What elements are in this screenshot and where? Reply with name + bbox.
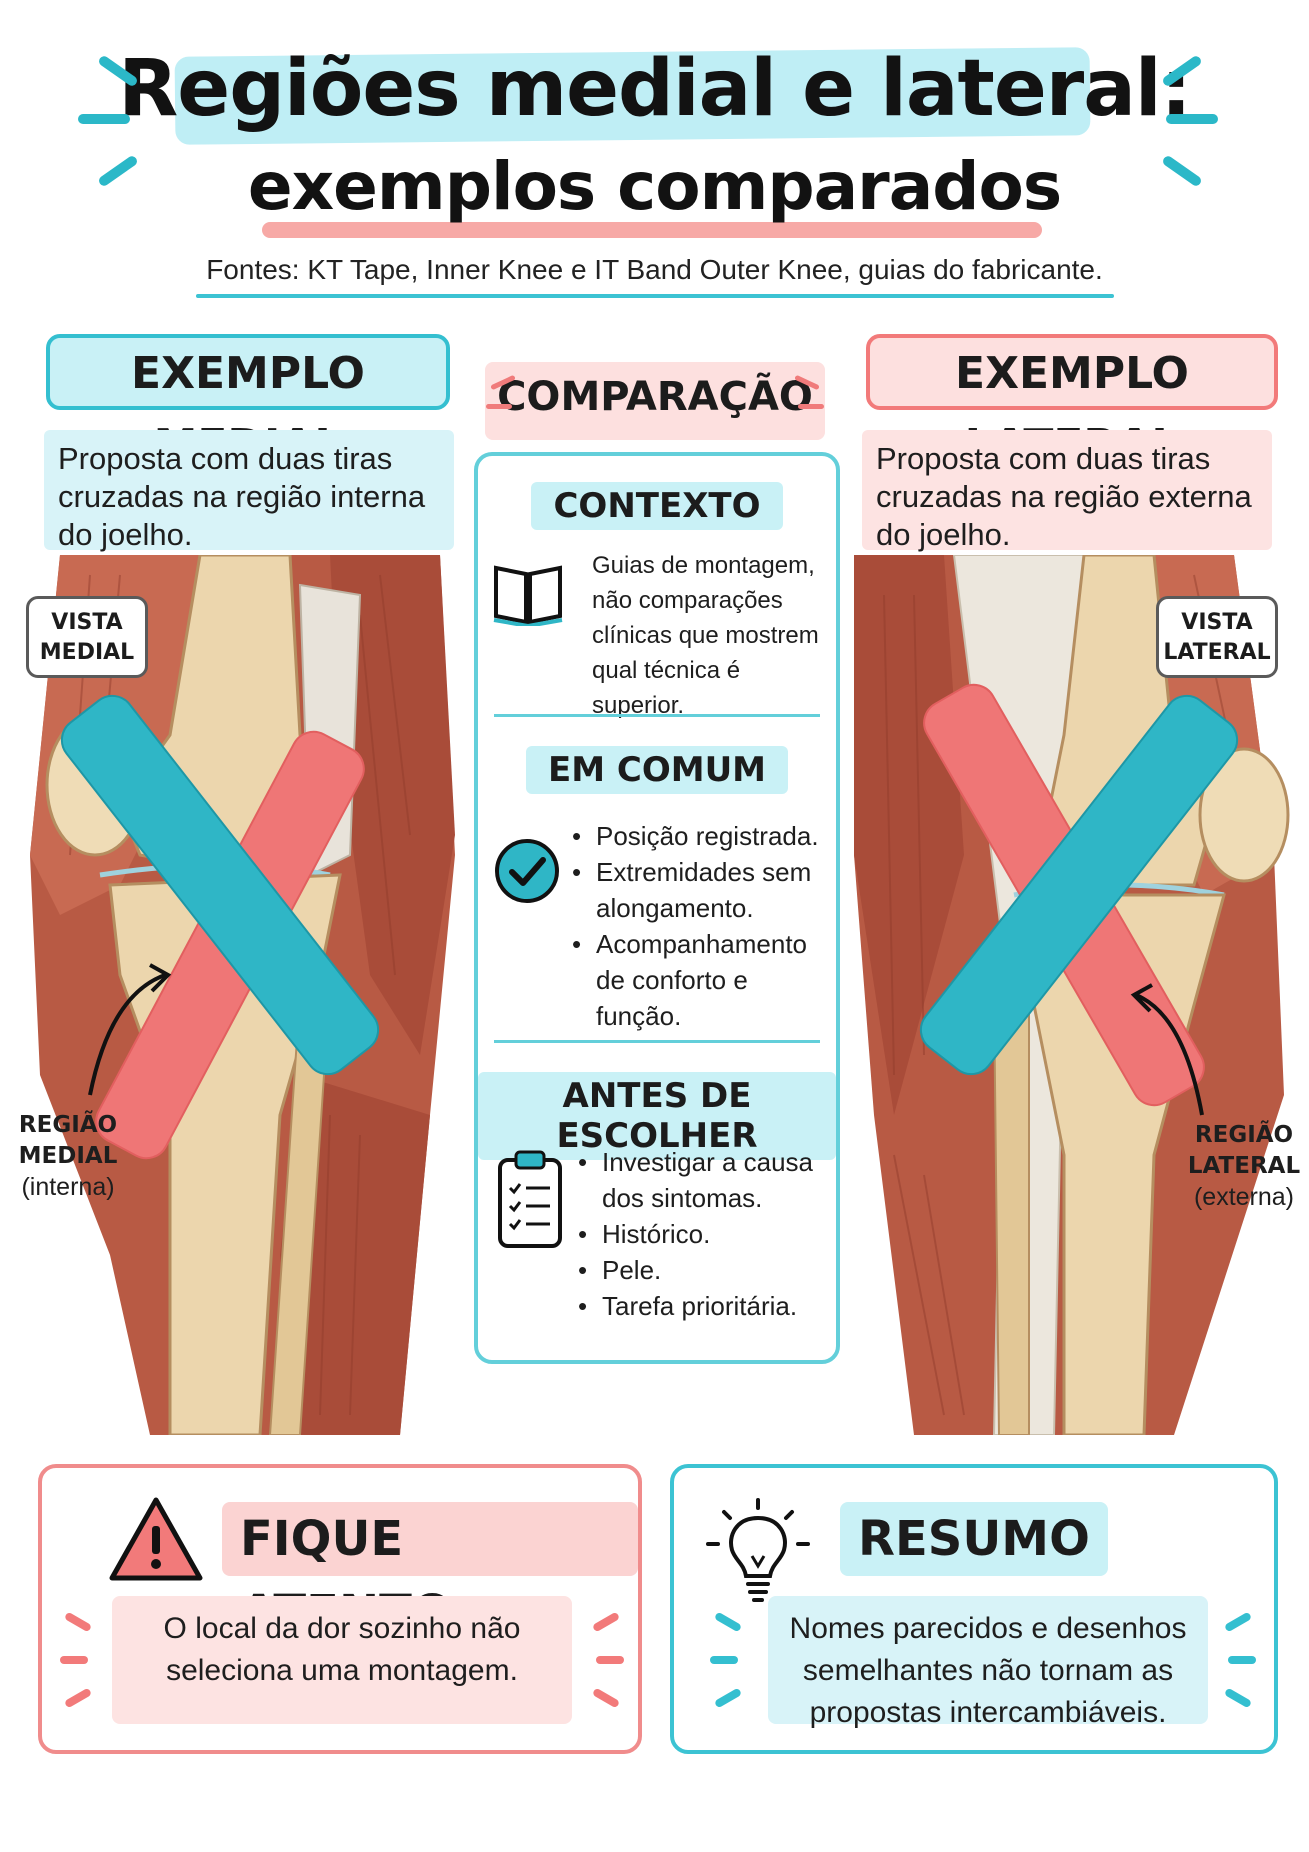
medial-heading: EXEMPLO MEDIAL <box>46 334 450 471</box>
warning-dash <box>591 1611 621 1633</box>
lateral-region-name: REGIÃO LATERAL <box>1187 1122 1301 1179</box>
open-book-icon <box>492 560 564 630</box>
warning-dash <box>591 1687 621 1709</box>
antes-item: Investigar a causa dos sintomas. <box>578 1144 834 1216</box>
comparison-box: CONTEXTO Guias de montagem, não comparaç… <box>474 452 840 1364</box>
medial-region-note: (interna) <box>21 1173 115 1201</box>
summary-dash <box>1223 1687 1253 1709</box>
summary-dash <box>713 1611 743 1633</box>
comparison-tick-left-2 <box>486 404 512 409</box>
antes-item: Histórico. <box>578 1216 834 1252</box>
summary-text: Nomes parecidos e desenhos semelhantes n… <box>768 1596 1208 1729</box>
contexto-heading: CONTEXTO <box>478 482 836 530</box>
antes-item: Tarefa prioritária. <box>578 1288 834 1324</box>
sources-note: Fontes: KT Tape, Inner Knee e IT Band Ou… <box>206 254 1103 285</box>
checkmark-circle-icon <box>492 836 562 910</box>
summary-dash <box>713 1687 743 1709</box>
medial-knee-svg <box>30 555 455 1435</box>
lateral-view-tag: VISTA LATERAL <box>1156 596 1278 678</box>
comparison-heading-bg <box>485 362 825 440</box>
medial-description: Proposta com duas tiras cruzadas na regi… <box>44 430 454 552</box>
summary-dash <box>1223 1611 1253 1633</box>
em-comum-item: Posição registrada. <box>572 818 834 854</box>
summary-title: RESUMO <box>840 1502 1108 1576</box>
page-title: Regiões medial e lateral: <box>118 44 1192 134</box>
summary-dash <box>1228 1656 1256 1664</box>
lightbulb-icon <box>702 1498 814 1612</box>
lateral-region-label: REGIÃO LATERAL (externa) <box>1180 1120 1308 1213</box>
medial-region-label: REGIÃO MEDIAL (interna) <box>8 1110 128 1203</box>
em-comum-list: Posição registrada. Extremidades sem alo… <box>572 818 834 1034</box>
warning-title: FIQUE ATENTO <box>222 1502 638 1641</box>
antes-list: Investigar a causa dos sintomas. Históri… <box>578 1144 834 1324</box>
em-comum-item: Extremidades sem alongamento. <box>572 854 834 926</box>
lateral-region-note: (externa) <box>1193 1183 1295 1211</box>
lateral-description: Proposta com duas tiras cruzadas na regi… <box>862 430 1272 552</box>
lateral-heading: EXEMPLO LATERAL <box>866 334 1278 471</box>
warning-card: FIQUE ATENTO O local da dor sozinho não … <box>38 1464 642 1754</box>
em-comum-title: EM COMUM <box>525 746 789 794</box>
em-comum-heading: EM COMUM <box>478 746 836 794</box>
warning-triangle-icon <box>106 1494 206 1590</box>
summary-card: RESUMO Nomes parecidos e desenhos semelh… <box>670 1464 1278 1754</box>
divider-2 <box>494 1040 820 1043</box>
antes-item: Pele. <box>578 1252 834 1288</box>
page-subtitle: exemplos comparados <box>247 148 1062 225</box>
warning-dash <box>63 1687 93 1709</box>
divider-1 <box>494 714 820 717</box>
medial-knee-illustration <box>0 555 455 1435</box>
title-underline <box>262 222 1042 238</box>
warning-dash <box>60 1656 88 1664</box>
sources-underline <box>196 294 1114 298</box>
clipboard-checklist-icon <box>496 1150 564 1254</box>
comparison-tick-right-2 <box>798 404 824 409</box>
warning-text: O local da dor sozinho não seleciona uma… <box>112 1596 572 1724</box>
medial-region-name: REGIÃO MEDIAL <box>18 1112 118 1169</box>
spark-right-2 <box>1166 114 1218 124</box>
warning-dash <box>596 1656 624 1664</box>
summary-dash <box>710 1656 738 1664</box>
header: Regiões medial e lateral: exemplos compa… <box>0 0 1309 300</box>
lateral-knee-illustration <box>854 555 1309 1435</box>
spark-left-2 <box>78 114 130 124</box>
contexto-title: CONTEXTO <box>531 482 783 530</box>
contexto-text: Guias de montagem, não comparações clíni… <box>592 552 819 719</box>
lateral-knee-svg <box>854 555 1290 1435</box>
em-comum-item: Acompanhamento de conforto e função. <box>572 926 834 1034</box>
comparison-heading: COMPARAÇÃO <box>497 374 813 420</box>
warning-dash <box>63 1611 93 1633</box>
medial-view-tag: VISTA MEDIAL <box>26 596 148 678</box>
